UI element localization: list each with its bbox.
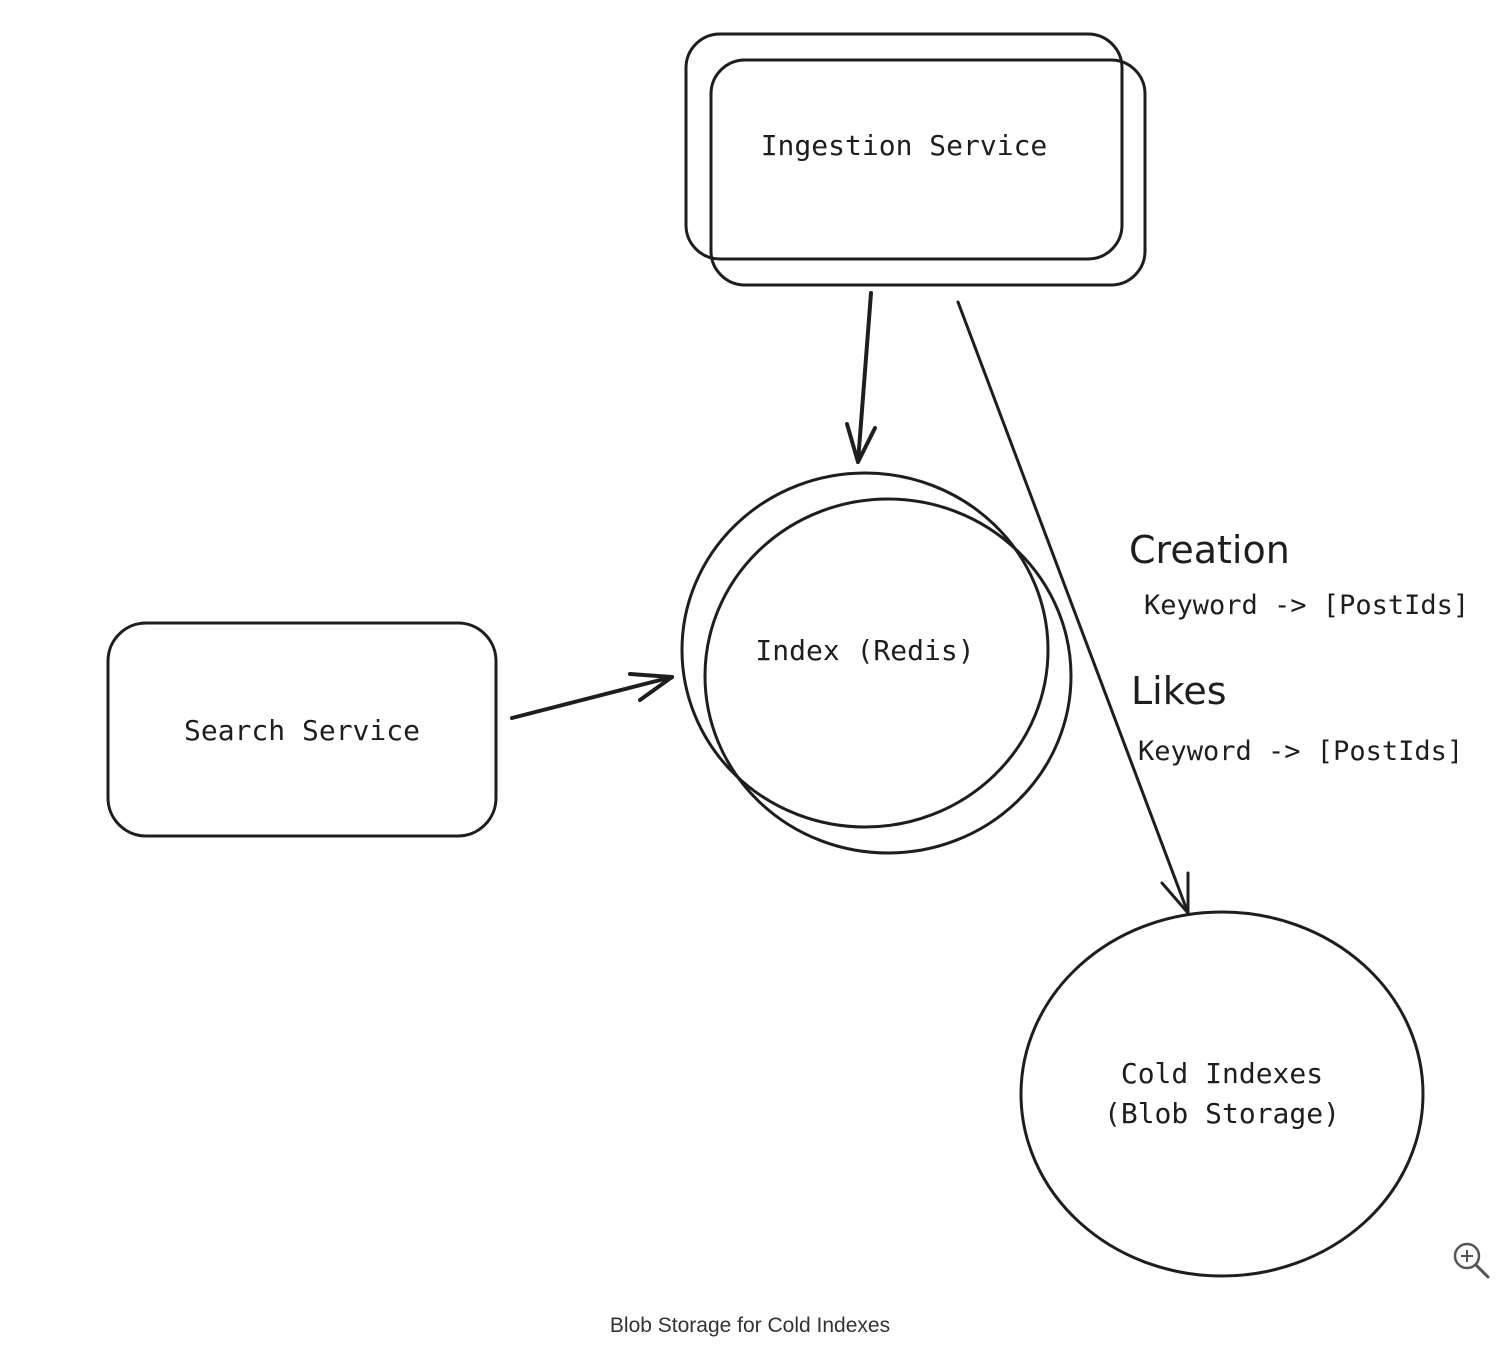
arrow-ingestion-to-index [845, 291, 877, 464]
arrow-search-to-index-head [628, 672, 674, 702]
ingestion-service-outline-sketch [709, 58, 1147, 287]
arrow-ingestion-to-cold-line [956, 300, 1190, 915]
annotation-likes-title: Likes [1131, 669, 1227, 713]
zoom-in-icon-graphic [1453, 1242, 1490, 1279]
index-redis-outline [680, 471, 1050, 829]
index-redis-label: Index (Redis) [755, 634, 974, 667]
cold-indexes-label-line2: (Blob Storage) [1104, 1097, 1340, 1130]
ingestion-service-outline [684, 32, 1124, 261]
cold-indexes-outline [1019, 910, 1425, 1278]
cold-indexes-node[interactable]: Cold Indexes (Blob Storage) [1019, 910, 1425, 1278]
index-redis-outline-sketch [703, 497, 1073, 855]
cold-indexes-label-line1: Cold Indexes [1121, 1057, 1323, 1090]
index-redis-node[interactable]: Index (Redis) [680, 471, 1073, 855]
annotation-creation-mapping: Keyword -> [PostIds] [1144, 590, 1469, 621]
arrow-ingestion-to-index-line [856, 291, 873, 464]
arrow-ingestion-to-cold-head [1160, 871, 1190, 915]
ingestion-service-label: Ingestion Service [761, 129, 1048, 162]
search-service-outline [106, 621, 498, 838]
edge-annotations: Creation Keyword -> [PostIds] Likes Keyw… [1129, 528, 1469, 767]
ingestion-service-node[interactable]: Ingestion Service [684, 32, 1147, 287]
search-service-node[interactable]: Search Service [106, 621, 498, 838]
annotation-likes-mapping: Keyword -> [PostIds] [1138, 736, 1463, 767]
arrow-search-to-index-line [510, 675, 674, 720]
annotation-creation-title: Creation [1129, 528, 1290, 572]
arrow-ingestion-to-cold [956, 300, 1190, 915]
arrow-search-to-index [510, 672, 674, 720]
figure-caption: Blob Storage for Cold Indexes [609, 1314, 891, 1337]
arrow-ingestion-to-index-head [845, 422, 877, 464]
zoom-in-icon[interactable] [1451, 1240, 1491, 1280]
search-service-label: Search Service [184, 714, 420, 747]
